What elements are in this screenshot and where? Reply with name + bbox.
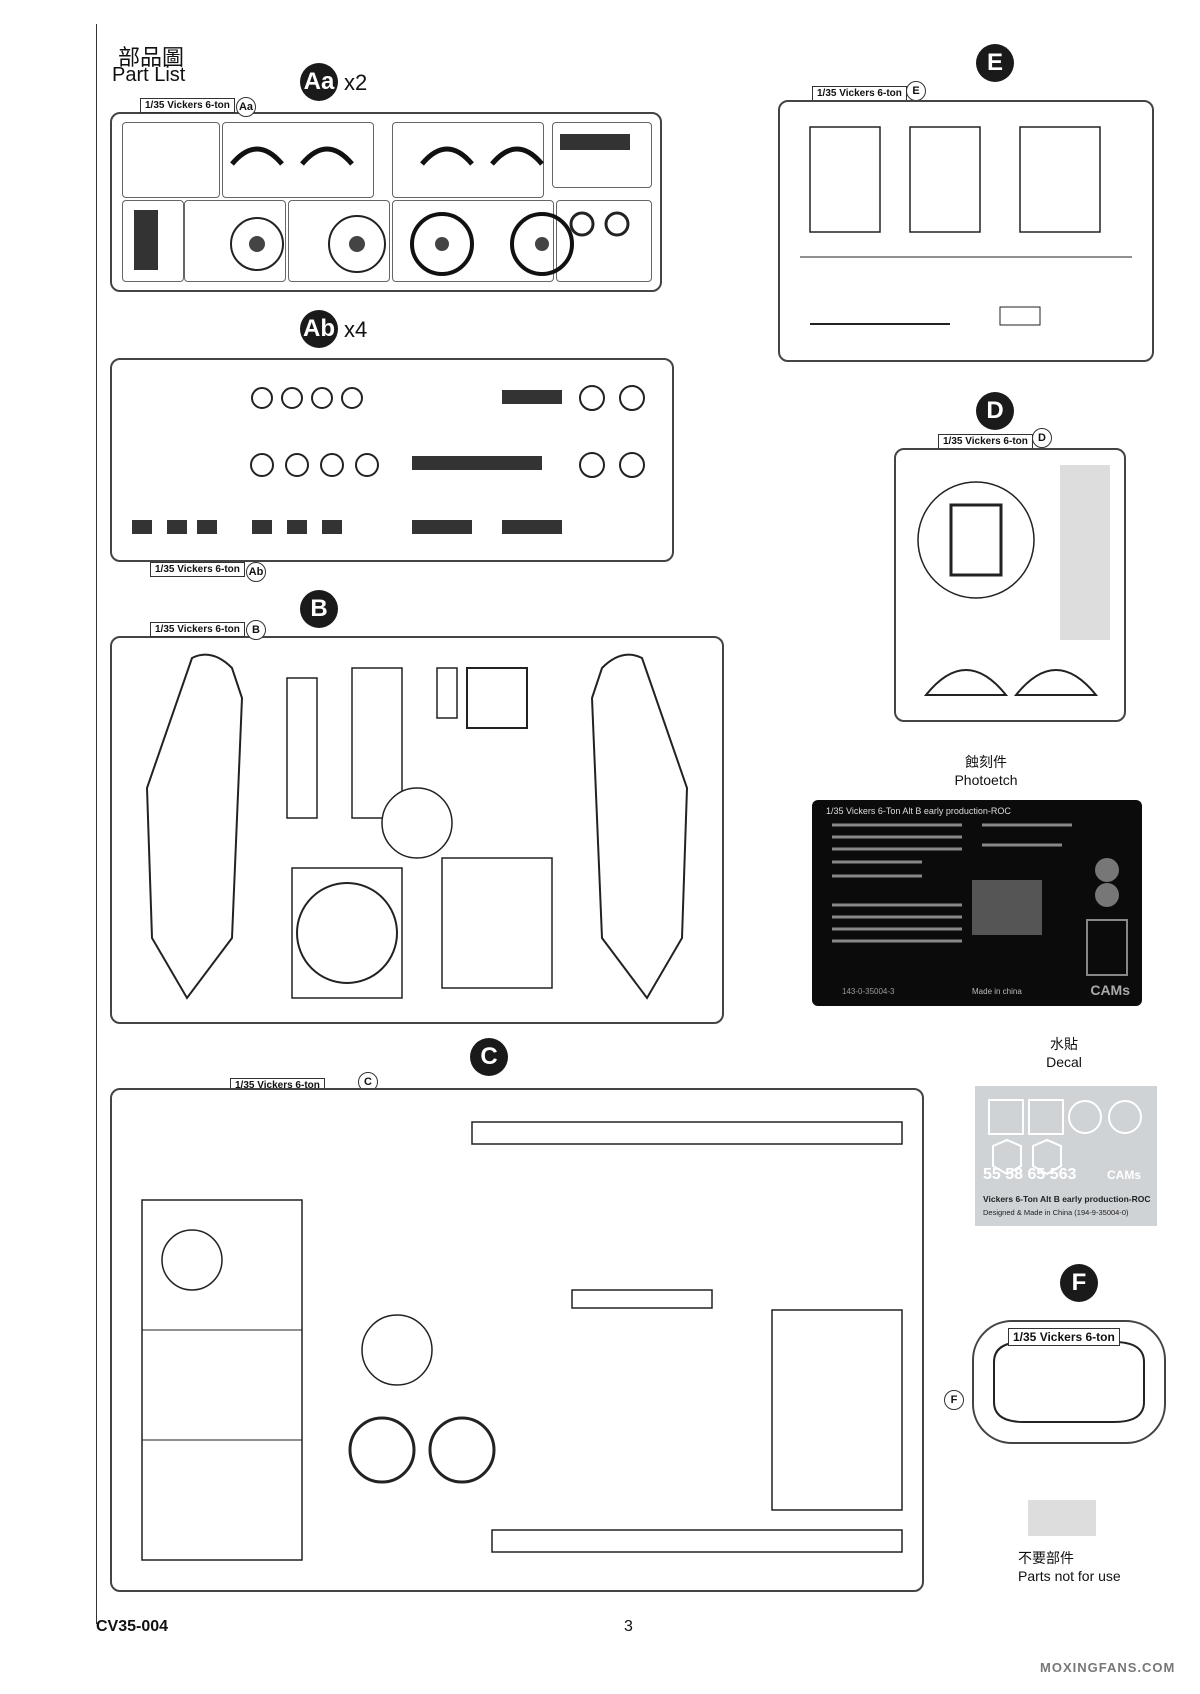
- sprue-e-badge: E: [976, 44, 1014, 82]
- photoetch-sheet: 1/35 Vickers 6-Ton Alt B early productio…: [812, 800, 1142, 1006]
- part-list-title-cn: 部品圖: [118, 46, 185, 71]
- sprue-d-tag-circle: D: [1032, 428, 1052, 448]
- sprue-d-frame: [894, 448, 1126, 722]
- sprue-ab-tag: 1/35 Vickers 6-ton: [150, 562, 245, 577]
- decal-sheet: 55 58 65 563 CAMs Vickers 6-Ton Alt B ea…: [975, 1086, 1157, 1226]
- legend-label-en: Parts not for use: [1018, 1568, 1121, 1584]
- photoetch-made: Made in china: [972, 987, 1022, 996]
- sprue-f-tag: 1/35 Vickers 6-ton: [1008, 1328, 1120, 1346]
- product-code: CV35-004: [96, 1618, 169, 1635]
- sprue-e-tag-circle: E: [906, 81, 926, 101]
- sprue-b-tag: 1/35 Vickers 6-ton: [150, 622, 245, 637]
- decal-designed: Designed & Made in China (194-9-35004-0): [983, 1208, 1129, 1217]
- sprue-ab-multiplier: x4: [344, 317, 368, 342]
- sprue-c-parts: [141, 1121, 903, 1561]
- decal-label-en: Decal: [1046, 1054, 1082, 1070]
- sprue-e-frame: [778, 100, 1154, 362]
- sprue-b-badge: B: [300, 590, 338, 628]
- sprue-aa-parts: [134, 134, 630, 276]
- decal-brand: CAMs: [1106, 1168, 1141, 1182]
- watermark: MOXINGFANS.COM: [1040, 1660, 1176, 1675]
- decal-label-cn: 水貼: [1050, 1037, 1078, 1053]
- sprue-aa-frame: [110, 112, 662, 292]
- sprue-f-badge: F: [1060, 1264, 1098, 1302]
- sprue-e-parts: [800, 126, 1132, 326]
- photoetch-brand: CAMs: [1090, 982, 1130, 998]
- sprue-b-frame: [110, 636, 724, 1024]
- sprue-aa-multiplier: x2: [344, 70, 368, 95]
- sprue-aa-tag-circle: Aa: [236, 97, 256, 117]
- sprue-ab-tag-circle: Ab: [246, 562, 266, 582]
- sprue-aa-tag: 1/35 Vickers 6-ton: [140, 98, 235, 113]
- sprue-c-badge: C: [470, 1038, 508, 1076]
- photoetch-label-en: Photoetch: [954, 772, 1018, 788]
- sprue-b-parts: [145, 653, 689, 1000]
- sprue-c-frame: [110, 1088, 924, 1592]
- decal-name: Vickers 6-Ton Alt B early production-ROC: [983, 1194, 1151, 1204]
- page-border: [96, 24, 1163, 1624]
- sprue-f-tag-circle: F: [944, 1390, 964, 1410]
- sprue-d-badge: D: [976, 392, 1014, 430]
- photoetch-label-cn: 蝕刻件: [965, 755, 1007, 771]
- parts-not-for-use-swatch: [1028, 1500, 1096, 1536]
- sprue-aa-badge: Aa: [300, 63, 338, 101]
- sprue-ab-badge: Ab: [300, 310, 338, 348]
- sprue-b-tag-circle: B: [246, 620, 266, 640]
- legend-label-cn: 不要部件: [1018, 1551, 1074, 1567]
- decal-numbers: 55 58 65 563: [983, 1166, 1077, 1183]
- part-list-title-en: Part List: [112, 64, 186, 86]
- photoetch-sheet-title: 1/35 Vickers 6-Ton Alt B early productio…: [826, 806, 1011, 816]
- sprue-ab-parts: [132, 385, 645, 534]
- photoetch-code: 143-0-35004-3: [842, 987, 895, 996]
- sprue-d-parts: [917, 465, 1110, 696]
- sprue-d-tag: 1/35 Vickers 6-ton: [938, 434, 1033, 449]
- sprue-ab-frame: [110, 358, 674, 562]
- sprue-e-tag: 1/35 Vickers 6-ton: [812, 86, 907, 101]
- page-number: 3: [624, 1618, 633, 1635]
